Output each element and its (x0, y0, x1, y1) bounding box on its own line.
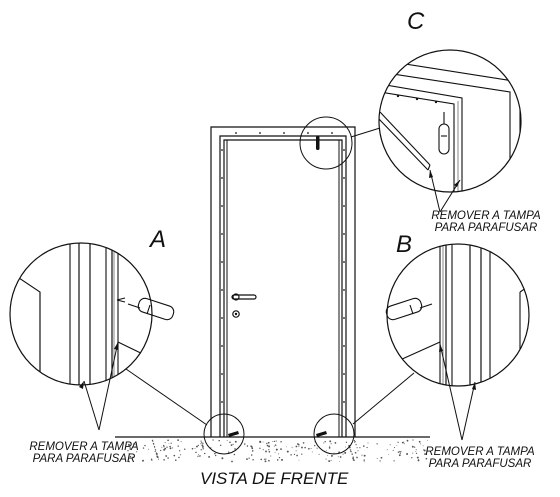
note-c: REMOVER A TAMPA PARA PARAFUSAR (412, 210, 560, 234)
callout-circles (203, 116, 355, 455)
door-lock-cylinder (232, 310, 240, 318)
detail-b-label: B (396, 231, 413, 258)
callout-b-small (313, 413, 355, 455)
note-b-line1: REMOVER A TAMPA (425, 446, 535, 458)
screwdriver-icon (316, 431, 327, 437)
detail-a (9, 242, 175, 431)
floor-gravel (127, 439, 429, 463)
screwdriver-icon (438, 112, 450, 155)
note-c-line1: REMOVER A TAMPA (431, 210, 541, 222)
screwdriver-icon (127, 297, 175, 321)
callout-c-small (299, 116, 353, 170)
note-a-line1: REMOVER A TAMPA (29, 441, 139, 453)
screwdriver-icon (316, 136, 320, 150)
note-b: REMOVER A TAMPA PARA PARAFUSAR (400, 446, 560, 470)
screwdriver-icon (385, 297, 433, 321)
screwdriver-icon (228, 431, 239, 437)
note-a-line2: PARA PARAFUSAR (32, 453, 136, 465)
detail-c (378, 49, 522, 213)
view-title: VISTA DE FRENTE (200, 469, 349, 488)
detail-b (385, 243, 530, 441)
note-b-line2: PARA PARAFUSAR (428, 458, 532, 470)
frame-cover-screws (221, 132, 345, 403)
leader-lines (125, 127, 415, 426)
detail-c-label: C (407, 8, 425, 35)
cover-screws (396, 94, 438, 104)
detail-a-label: A (150, 226, 167, 253)
door-frame (210, 126, 356, 437)
door-handle (231, 293, 257, 301)
callout-a-small (203, 413, 245, 455)
callout-screwdrivers-small (228, 136, 327, 437)
note-a: REMOVER A TAMPA PARA PARAFUSAR (4, 441, 164, 465)
door-leaf (226, 139, 340, 438)
note-c-line2: PARA PARAFUSAR (434, 222, 538, 234)
